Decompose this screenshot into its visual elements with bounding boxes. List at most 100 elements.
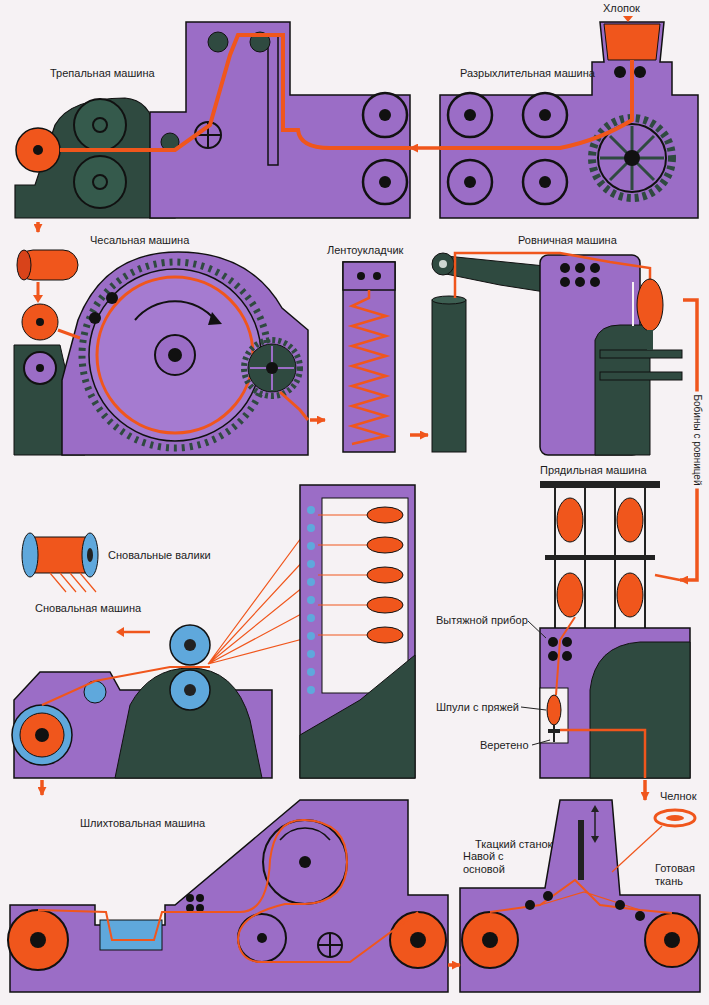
spinning-machine [540, 481, 690, 778]
carding-machine-part [266, 362, 278, 374]
creel-part [300, 485, 415, 778]
creel-part [307, 632, 315, 640]
spinning-machine-part [560, 730, 645, 778]
carding-machine-part [250, 346, 294, 390]
machine-name: Ткацкий станок [475, 838, 552, 851]
machine-node: Разрыхлительная машина [440, 15, 702, 222]
creel-part [367, 507, 403, 523]
machine-node: Трепальная машина [10, 15, 410, 222]
warping-machine-part [184, 639, 196, 651]
flow-arrow [40, 780, 44, 795]
loom-part [635, 911, 645, 921]
spinning-machine-part [590, 642, 690, 778]
sizing-machine-part [318, 933, 342, 957]
opener-machine-part [448, 93, 492, 137]
warping-machine-part [42, 667, 210, 705]
carding-machine-part [135, 301, 215, 320]
loom-part [482, 932, 498, 948]
machine-node: Лентоукладчик [325, 240, 410, 455]
creel-part [318, 515, 367, 635]
part-label: Вытяжной прибор [436, 614, 528, 627]
warping-machine-part [170, 670, 210, 710]
creel [300, 485, 415, 778]
creel-part [307, 524, 315, 532]
carding-machine-part [36, 364, 44, 372]
carding-machine-part [36, 318, 44, 326]
creel-part [307, 542, 315, 550]
loom-part [615, 900, 625, 910]
lap-roll-part [17, 250, 31, 280]
carding-machine-part [89, 312, 101, 324]
creel-part [307, 650, 315, 658]
warping-machine-part [115, 668, 262, 778]
part-label: Хлопок [603, 2, 640, 15]
cotton-flow [60, 35, 632, 150]
loom-part [594, 808, 596, 840]
creel-part [367, 627, 403, 643]
leader-line [521, 621, 550, 745]
opener-machine-part [614, 66, 626, 78]
creel-part [307, 560, 315, 568]
sizing-machine-part [10, 800, 448, 992]
sizing-machine-part [186, 904, 194, 912]
sizing-machine-part [186, 894, 194, 902]
creel-part [367, 567, 403, 583]
flow-arrow [410, 433, 428, 437]
warping-machine-part [170, 625, 210, 665]
opener-machine-part [440, 22, 698, 218]
coiler-part [352, 290, 386, 444]
creel-part [322, 498, 408, 693]
creel-part [367, 537, 403, 553]
spinning-machine-part [617, 573, 643, 617]
machine-name: Шлихтовальная машина [80, 817, 205, 830]
roving-frame-part [600, 372, 682, 380]
scutcher-machine-part [93, 118, 107, 132]
creel-part [307, 686, 315, 694]
opener-machine-part [523, 160, 567, 204]
spinning-machine-part [556, 617, 575, 695]
scutcher-machine-part [379, 109, 391, 121]
coiler-part [357, 272, 365, 280]
roving-frame-part [595, 325, 650, 455]
flow-arrow [448, 963, 460, 967]
carding-machine-part [155, 335, 195, 375]
opener-machine [440, 16, 698, 218]
coiler-part [343, 262, 395, 452]
loom-part [540, 892, 640, 910]
warping-machine-part [20, 713, 64, 757]
sizing-machine-part [196, 904, 204, 912]
carding-machine-part [106, 292, 118, 304]
warp-beam-picture-part [82, 533, 98, 577]
roving-frame-part [432, 253, 454, 275]
sizing-machine-part [263, 820, 347, 904]
scutcher-machine-part [150, 22, 410, 218]
roving-frame-part [637, 279, 663, 331]
part-label: Готовая ткань [655, 862, 705, 888]
spinning-machine-part [545, 555, 655, 560]
warp-beam-picture-part [50, 573, 96, 592]
sizing-machine-part [299, 856, 311, 868]
spinning-machine-part [557, 498, 583, 542]
warping-machine [12, 515, 318, 778]
lap-roll-part [33, 295, 43, 303]
roving-frame-part [439, 260, 447, 268]
opener-machine-part [624, 150, 640, 166]
part-label: Челнок [660, 790, 697, 803]
spinning-machine-part [540, 628, 690, 778]
opener-machine-part [523, 93, 567, 137]
edge-label: Бобины с ровницей [690, 391, 704, 488]
loom-part [525, 900, 535, 910]
sizing-machine-part [410, 932, 426, 948]
flow-arrow [310, 418, 325, 422]
cotton-flow-part [440, 60, 632, 148]
coiler-part [373, 272, 381, 280]
sizing-machine-part [30, 932, 46, 948]
scutcher-machine [15, 22, 410, 218]
machine-name: Ровничная машина [518, 234, 617, 247]
sizing-machine-part [390, 912, 446, 968]
opener-machine-part [448, 160, 492, 204]
loom-part [612, 826, 662, 872]
warp-beam-picture [22, 533, 98, 592]
opener-machine-part [464, 176, 476, 188]
